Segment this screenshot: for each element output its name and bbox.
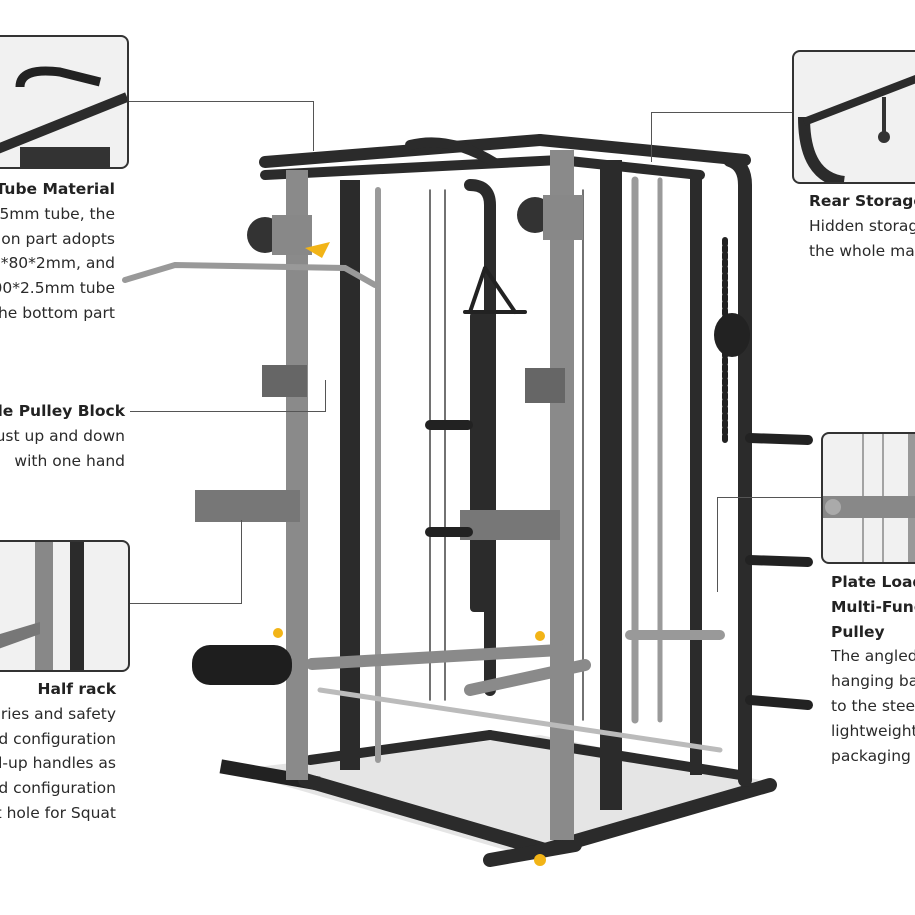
callout-line: d configuration bbox=[0, 779, 116, 798]
callout-pulley-block: gle Pulley Block ust up and down with on… bbox=[0, 399, 125, 473]
callout-title: Plate Load bbox=[831, 573, 915, 591]
leader-line bbox=[717, 497, 718, 592]
callout-line: the whole mac bbox=[809, 241, 915, 260]
callout-line: to the steel bbox=[831, 696, 915, 715]
callout-line: l-up handles as bbox=[0, 754, 116, 773]
leader-line bbox=[651, 112, 652, 162]
callout-title: Pulley bbox=[831, 622, 885, 641]
callout-line: 00*2.5mm tube bbox=[0, 279, 115, 298]
leader-line bbox=[651, 112, 792, 113]
inset-top-frame-detail bbox=[0, 35, 129, 169]
callout-plate-load-pulley: Plate Load Multi-Func Pulley The angled … bbox=[831, 570, 915, 768]
callout-line: 5mm tube, the bbox=[0, 204, 115, 223]
leader-line bbox=[241, 520, 242, 604]
callout-title: Rear Storage bbox=[809, 192, 915, 210]
inset-rear-storage-detail bbox=[792, 50, 915, 184]
leader-line bbox=[130, 411, 325, 412]
callout-half-rack: Half rack ories and safety d configurati… bbox=[0, 677, 116, 826]
callout-tube-material: Tube Material 5mm tube, the ion part ado… bbox=[0, 177, 115, 326]
callout-line: t hole for Squat bbox=[0, 803, 116, 822]
inset-plate-load-pulley-detail bbox=[821, 432, 915, 564]
callout-title: Tube Material bbox=[0, 180, 115, 198]
callout-line: 0*80*2mm, and bbox=[0, 254, 115, 273]
callout-line: The angled bbox=[831, 647, 915, 666]
callout-line: he bottom part bbox=[0, 303, 115, 322]
callout-title: gle Pulley Block bbox=[0, 402, 125, 420]
leader-line bbox=[127, 101, 313, 102]
leader-line bbox=[325, 380, 326, 412]
callout-line: packaging s bbox=[831, 746, 915, 765]
callout-title: Half rack bbox=[37, 680, 116, 698]
callout-line: ust up and down bbox=[0, 426, 125, 445]
callout-line: Hidden storag bbox=[809, 216, 915, 235]
leader-line bbox=[128, 603, 241, 604]
leader-line bbox=[313, 101, 314, 151]
callout-line: hanging ba bbox=[831, 672, 915, 691]
callout-rear-storage: Rear Storage Hidden storag the whole mac bbox=[809, 189, 915, 263]
leader-line bbox=[717, 497, 821, 498]
callout-line: ion part adopts bbox=[0, 229, 115, 248]
callout-line: d configuration bbox=[0, 729, 116, 748]
callout-line: lightweight bbox=[831, 721, 915, 740]
callout-line: ories and safety bbox=[0, 704, 116, 723]
callout-line: with one hand bbox=[14, 451, 125, 470]
callout-title: Multi-Func bbox=[831, 597, 915, 616]
inset-half-rack-detail bbox=[0, 540, 130, 672]
